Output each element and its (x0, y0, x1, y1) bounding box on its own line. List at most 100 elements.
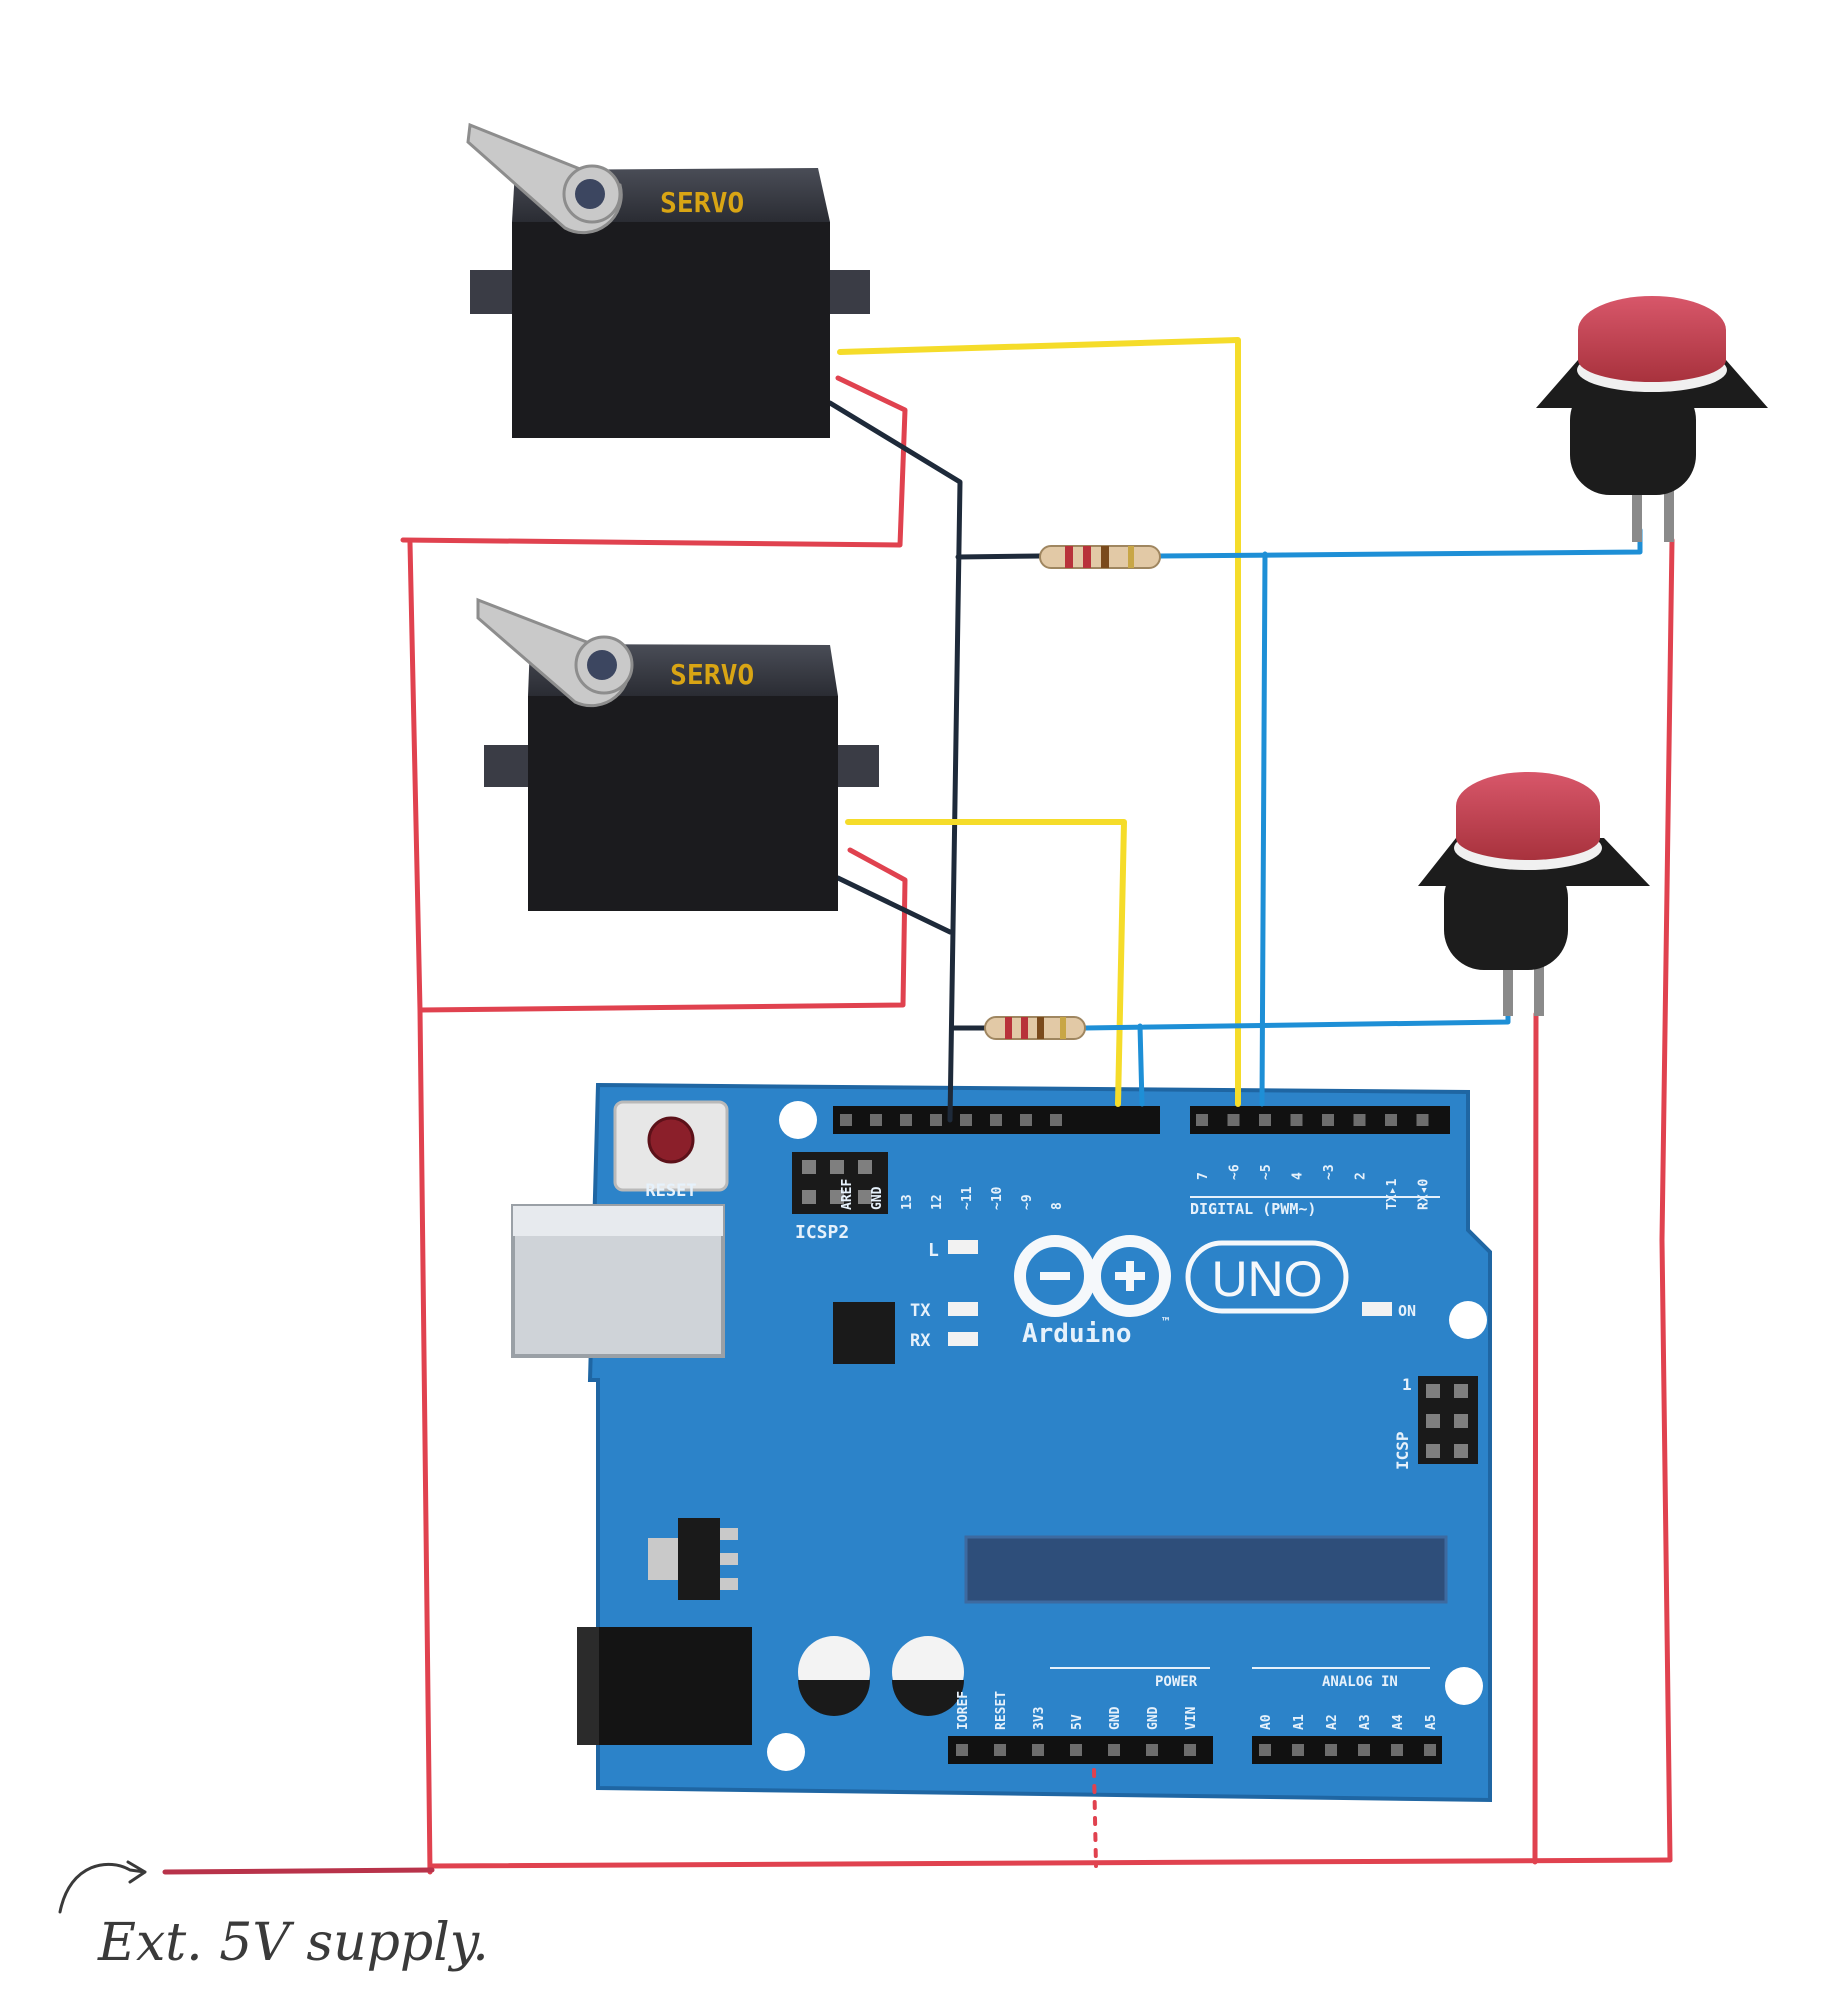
brand-label: Arduino (1022, 1319, 1132, 1349)
resistor (984, 1016, 1086, 1040)
board-pcb (587, 1082, 1492, 1803)
push-button-1 (1536, 296, 1768, 542)
icsp-header (1418, 1376, 1478, 1464)
power-wire-arduino-5v (1092, 1768, 1098, 1868)
header-pin (900, 1114, 912, 1126)
pin-label: ~10 (990, 1186, 1005, 1210)
power-wire-servo2 (417, 847, 908, 1013)
led-l (948, 1240, 978, 1254)
pin-label: 8 (1050, 1202, 1065, 1210)
pin-label: ~3 (1322, 1164, 1337, 1180)
header-pin (1108, 1744, 1120, 1756)
voltage-regulator (648, 1518, 738, 1600)
header-pin (1290, 1114, 1303, 1126)
power-wire-button1 (1659, 537, 1675, 1863)
header-pin (1259, 1114, 1271, 1126)
pin-label: IOREF (956, 1691, 971, 1730)
pin-label: RX◂0 (1417, 1179, 1432, 1210)
signal-wire-servo1 (837, 337, 1241, 1107)
pin-label: 12 (930, 1194, 945, 1210)
header-pin (960, 1114, 972, 1126)
mounting-hole (1445, 1667, 1483, 1705)
pin-label: A1 (1292, 1714, 1307, 1730)
pin-label: A5 (1424, 1714, 1439, 1730)
on-label: ON (1398, 1302, 1416, 1320)
pin-label: 13 (900, 1194, 915, 1210)
icsp-label: ICSP (1393, 1431, 1412, 1470)
power-wire-button2 (1532, 1011, 1539, 1865)
led-l-label: L (928, 1240, 939, 1261)
header-pin (930, 1114, 942, 1126)
push-button-2 (1418, 772, 1650, 1016)
header-pin (1032, 1744, 1044, 1756)
header-pin (1292, 1744, 1304, 1756)
button-cap (1578, 296, 1726, 382)
power-bus-bottom (427, 1857, 1673, 1869)
pin-label: GND (1146, 1706, 1161, 1730)
header-pin (1391, 1744, 1403, 1756)
header-pin (1385, 1114, 1397, 1126)
pin-label: 3V3 (1032, 1707, 1047, 1730)
uno-badge (1185, 1240, 1349, 1314)
header-pin (1020, 1114, 1032, 1126)
analog-label: ANALOG IN (1322, 1674, 1398, 1690)
header-pin (840, 1114, 852, 1126)
mounting-hole (767, 1733, 805, 1771)
servo-body (512, 222, 830, 438)
pin-label: A3 (1358, 1714, 1373, 1730)
mounting-hole (1449, 1301, 1487, 1339)
power-pin-labels: IOREF RESET 3V3 5V GND GND VIN (956, 1691, 1199, 1756)
wires (162, 337, 1675, 1875)
pin-label: AREF (840, 1179, 855, 1210)
header-pin (1424, 1744, 1436, 1756)
input-wire-button2 (1082, 1009, 1511, 1031)
icsp-pin1-label: 1 (1402, 1375, 1412, 1394)
header-pin (994, 1744, 1006, 1756)
pin-label: 5V (1070, 1714, 1085, 1730)
pin-label: VIN (1184, 1706, 1199, 1730)
supply-note: Ext. 5V supply. (97, 1913, 489, 1973)
header-pin (1259, 1744, 1271, 1756)
pin-label: 2 (1354, 1172, 1369, 1180)
capacitor (892, 1636, 964, 1716)
pin-label: 7 (1196, 1172, 1211, 1180)
header-pin (1050, 1114, 1062, 1126)
pin-label: ~6 (1228, 1164, 1243, 1180)
header-pin (1184, 1744, 1196, 1756)
microcontroller-chip (964, 1535, 1448, 1604)
input-wire-button1-drop (1259, 551, 1268, 1107)
icsp2-header (792, 1152, 888, 1214)
pin-label: TX▸1 (1385, 1179, 1400, 1210)
header-pin (1325, 1744, 1337, 1756)
pin-label: GND (1108, 1706, 1123, 1730)
header-pin (1196, 1114, 1208, 1126)
header-pin (1146, 1744, 1158, 1756)
servo-motor-2: SERVO (476, 597, 879, 911)
usb-chip (833, 1302, 895, 1364)
header-pin (1227, 1114, 1240, 1126)
led-on (1362, 1302, 1392, 1316)
supply-wire (162, 1867, 435, 1875)
header-pin (1416, 1114, 1429, 1126)
header-pin (1070, 1744, 1082, 1756)
arduino-logo: UNO Arduino ™ (1014, 1235, 1349, 1349)
mounting-hole (779, 1101, 817, 1139)
dc-power-jack (577, 1627, 752, 1745)
led-tx-label: TX (910, 1301, 931, 1321)
model-label: UNO (1211, 1251, 1322, 1307)
pin-label: RESET (994, 1691, 1009, 1730)
pin-label: A4 (1391, 1714, 1406, 1730)
pin-label: GND (870, 1186, 885, 1210)
resistor (1039, 545, 1161, 569)
ground-wire-servo1 (827, 400, 963, 1123)
capacitor (798, 1636, 870, 1716)
pin-label: A2 (1325, 1714, 1340, 1730)
pin-label: ~9 (1020, 1194, 1035, 1210)
power-label: POWER (1155, 1674, 1198, 1690)
led-rx-label: RX (910, 1331, 931, 1351)
ground-wire-servo2 (835, 875, 953, 935)
power-wire-servo1 (400, 375, 908, 548)
